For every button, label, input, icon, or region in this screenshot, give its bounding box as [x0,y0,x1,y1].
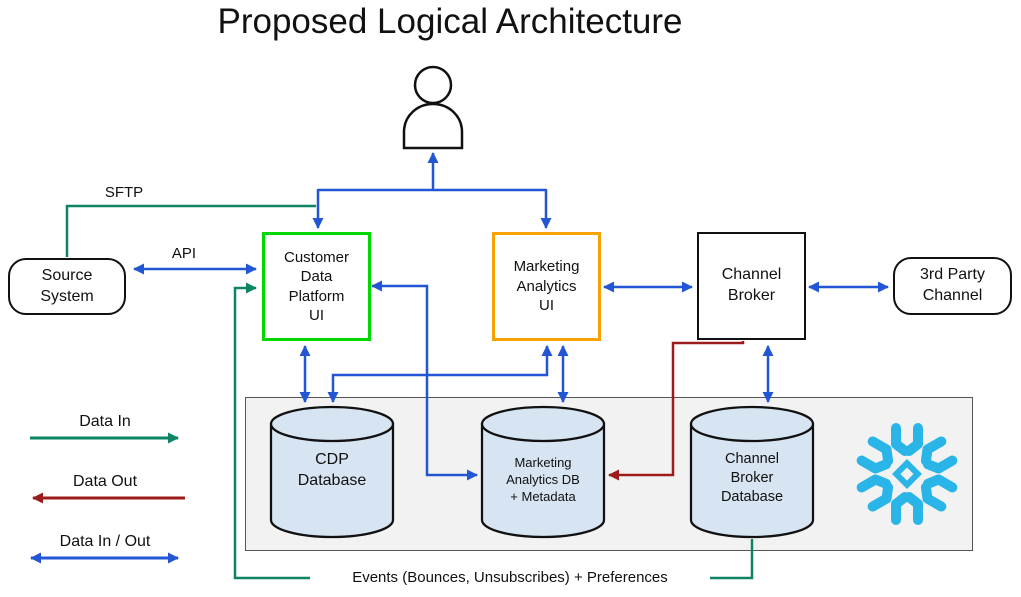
node-third-party-channel: 3rd Party Channel [893,257,1012,315]
edge-label-api: API [149,245,219,262]
user-icon [402,65,464,150]
edge-label-events: Events (Bounces, Unsubscribes) + Prefere… [310,569,710,586]
node-customer-data-platform-ui: Customer Data Platform UI [262,232,371,341]
page-title: Proposed Logical Architecture [217,2,683,41]
node-channel-broker-database-label: Channel Broker Database [720,451,784,505]
node-cdp-database-label: CDP Database [297,451,367,489]
legend-data-in-label: Data In [79,413,131,430]
node-source-system: Source System [8,258,126,315]
node-channel-broker: Channel Broker [697,232,806,340]
legend-data-in-out-label: Data In / Out [59,533,151,550]
node-marketing-analytics-ui: Marketing Analytics UI [492,232,601,341]
legend-data-out-label: Data Out [72,473,138,490]
edge-label-sftp: SFTP [89,184,159,201]
edge-marketing-ui-cdp-db [327,345,553,403]
node-marketing-analytics-db-label: Marketing Analytics DB + Metadata [506,455,580,504]
